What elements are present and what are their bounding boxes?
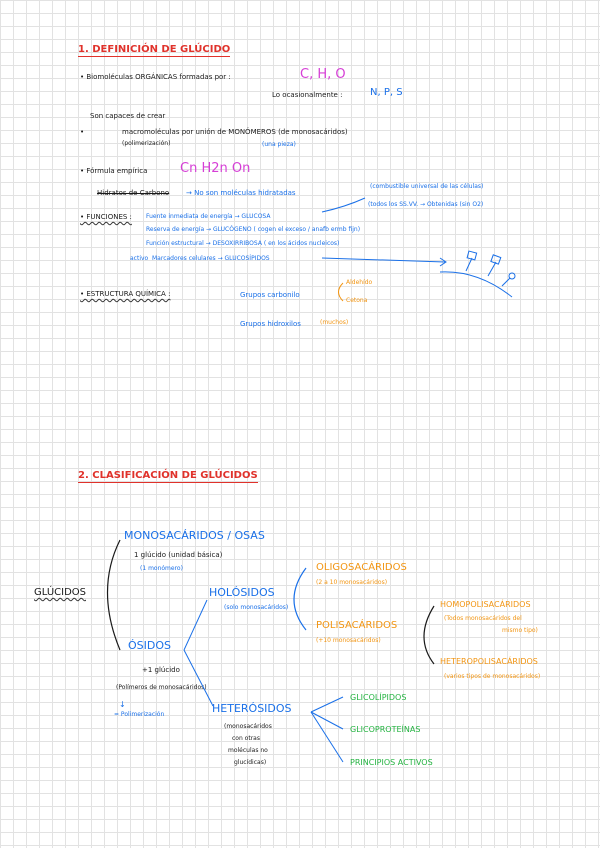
polymerization: = Polimerización (114, 711, 165, 718)
hetero-note-4: glucídicas) (234, 759, 267, 766)
hetero-note-3: moléculas no (228, 747, 268, 754)
homopoly-note-2: mismo tipo) (502, 627, 538, 634)
function-3: Función estructural → DESOXIRRIBOSA ( en… (146, 240, 340, 247)
capable-text: Son capaces de crear (90, 112, 166, 120)
brace-holo (293, 567, 307, 631)
poly-note-2: (+10 monosacáridos) (316, 637, 381, 644)
branch-holo (183, 599, 208, 651)
bio-elements: C, H, O (300, 67, 346, 82)
hydroxyl-group: Grupos hidroxilos (240, 320, 301, 328)
brace-root (107, 539, 121, 651)
arrow-head (439, 257, 447, 267)
arrow-fuel (321, 197, 366, 213)
bullet: • (80, 128, 85, 136)
one-monomer: (1 monómero) (140, 565, 183, 572)
formula-label: • Fórmula empírica (80, 167, 148, 175)
functions-label: • FUNCIONES : (80, 213, 132, 221)
branch-hetero (183, 649, 214, 707)
section2-title: 2. CLASIFICACIÓN DE GLÚCIDOS (78, 470, 258, 483)
structure-label: • ESTRUCTURA QUÍMICA : (80, 290, 171, 298)
marker-stem-2 (487, 261, 497, 277)
many-note: (muchos) (320, 319, 349, 326)
bio-label: • Biomoléculas ORGÁNICAS formadas por : (80, 73, 231, 81)
osides: ÓSIDOS (128, 639, 171, 652)
macro-text: macromoléculas por unión de MONÓMEROS (d… (122, 128, 348, 136)
oligo-note: (2 a 10 monosacáridos) (316, 579, 388, 586)
polysaccharides: POLISACÁRIDOS (316, 620, 398, 631)
function-4: Marcadores celulares → GLUCOSÍPIDOS (152, 255, 270, 262)
polymers-note: (Polímeros de monosacáridos) (116, 684, 207, 691)
heterosides: HETERÓSIDOS (212, 702, 292, 715)
carbonyl-brace (338, 282, 344, 302)
holosides: HOLÓSIDOS (209, 586, 275, 599)
branch-proteins (310, 711, 344, 730)
active-principles: PRINCIPIOS ACTIVOS (350, 758, 433, 767)
all-ssvv: (todos los SS.VV. → Obtenidas (sin O2) (368, 201, 484, 208)
carbonyl-group: Grupos carbonilo (240, 291, 300, 299)
marker-stem-3 (501, 277, 511, 287)
fuel-note: (combustible universal de las células) (370, 183, 484, 190)
heteropoly: HETEROPOLISACÁRIDOS (440, 657, 538, 666)
marker-3 (508, 272, 516, 280)
poly-note: (polimerización) (122, 140, 171, 147)
plus-one: +1 glúcido (142, 666, 180, 674)
heteropoly-note: (varios tipos de monosacáridos) (444, 673, 541, 680)
monosaccharides: MONOSACÁRIDOS / OSAS (124, 529, 265, 542)
root-glucidos: GLÚCIDOS (34, 587, 86, 598)
branch-active (310, 711, 344, 763)
glycolipids: GLICOLÍPIDOS (350, 693, 407, 702)
marker-stem-1 (465, 257, 473, 272)
pieces-note: (una pieza) (262, 141, 296, 148)
one-glucid: 1 glúcido (unidad básica) (134, 551, 223, 559)
function-2: Reserva de energía → GLUCÓGENO ( cogen e… (146, 226, 361, 233)
aldehyde: Aldehído (346, 279, 373, 286)
occasional-elements: N, P, S (370, 87, 403, 98)
formula: Cn H2n On (180, 161, 251, 176)
occasional-label: Lo ocasionalmente : (272, 91, 343, 99)
function-1: Fuente inmediata de energía → GLUCOSA (146, 213, 271, 220)
glycoproteins: GLICOPROTEÍNAS (350, 725, 421, 734)
marker-2 (490, 254, 502, 265)
hetero-note-2: con otras (232, 735, 260, 742)
arrow-marcadores (321, 257, 446, 263)
activo-label: activo (130, 255, 149, 262)
brace-poly (423, 605, 435, 665)
marker-1 (466, 250, 478, 261)
branch-lipids (310, 696, 344, 713)
only-mono: (solo monosacáridos) (224, 604, 289, 611)
section1-title: 1. DEFINICIÓN DE GLÚCIDO (78, 44, 231, 57)
ketone: Cetona (346, 297, 368, 304)
cell-membrane (439, 271, 513, 298)
down-arrow: ↓ (119, 700, 126, 709)
hetero-note-1: (monosacáridos (224, 723, 272, 730)
oligosaccharides: OLIGOSACÁRIDOS (316, 562, 407, 573)
homopoly: HOMOPOLISACÁRIDOS (440, 600, 531, 609)
homopoly-note-1: (Todos monosacáridos del (444, 615, 522, 622)
carbon-hydrates: Hidratos de Carbono (97, 189, 170, 197)
not-hydrated: → No son moléculas hidratadas (186, 189, 296, 197)
